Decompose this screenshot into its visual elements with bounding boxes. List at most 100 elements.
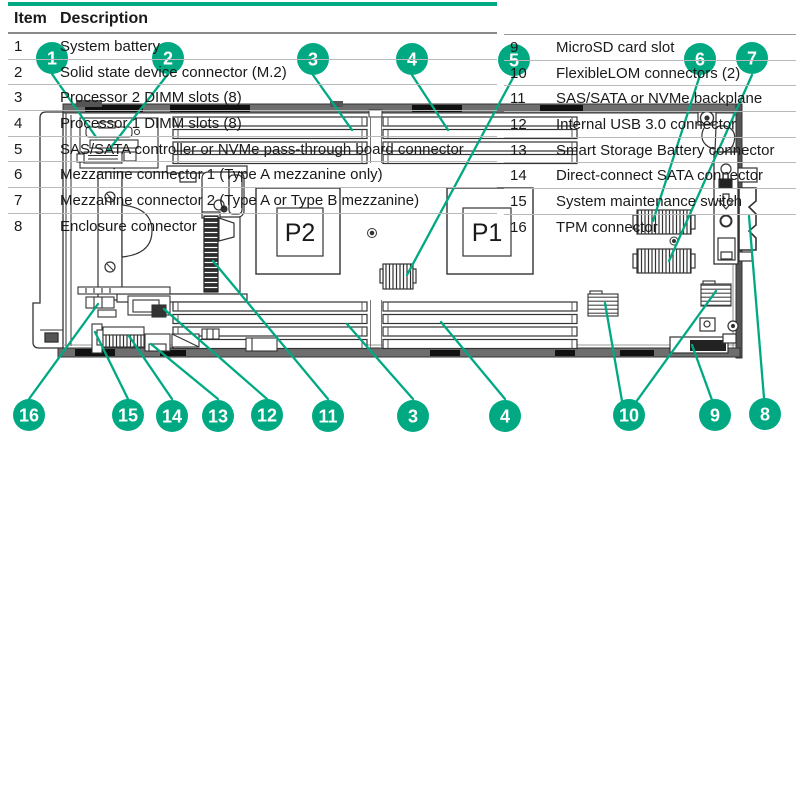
- table-header: Item Description: [8, 6, 497, 34]
- svg-text:11: 11: [318, 407, 337, 427]
- callout-16: 16: [13, 399, 45, 431]
- svg-text:15: 15: [118, 406, 138, 426]
- callout-6: 6: [684, 43, 716, 75]
- item-number: 15: [510, 192, 527, 210]
- processor-1-label: P1: [472, 219, 503, 247]
- table-row: 16 TPM connector: [504, 215, 796, 240]
- legend-column-right: 9 MicroSD card slot 10 FlexibleLOM connect…: [504, 34, 796, 240]
- table-row: 4 Processor 1 DIMM slots (8): [8, 111, 497, 137]
- callout-14: 14: [156, 400, 188, 432]
- item-description: SAS/SATA controller or NVMe pass-through…: [60, 140, 464, 158]
- callout-3-bottom: 3: [397, 400, 429, 432]
- table-row: 7 Mezzanine connector 2 (Type A or Type B…: [8, 188, 497, 214]
- item-number: 13: [510, 141, 527, 159]
- direct-connect-sata-connector: [171, 328, 220, 348]
- header-description: Description: [60, 10, 149, 27]
- svg-text:2: 2: [163, 49, 173, 69]
- svg-text:14: 14: [162, 407, 182, 427]
- svg-text:7: 7: [747, 49, 757, 69]
- processor-2-label: P2: [285, 219, 316, 247]
- item-number: 2: [14, 63, 23, 81]
- item-description: MicroSD card slot: [556, 38, 675, 56]
- svg-text:6: 6: [695, 50, 705, 70]
- table-row: 2 Solid state device connector (M.2): [8, 60, 497, 86]
- screw-icon: [104, 191, 116, 203]
- header-item: Item: [14, 10, 47, 27]
- item-number: 7: [14, 191, 23, 209]
- item-description: Smart Storage Battery connector: [556, 141, 775, 159]
- table-row: 8 Enclosure connector: [8, 214, 497, 239]
- smart-storage-battery-connector: [144, 333, 171, 352]
- microsd-slot: [669, 336, 729, 354]
- item-number: 14: [510, 167, 527, 185]
- table-row: 1 System battery: [8, 34, 497, 60]
- callout-7: 7: [736, 42, 768, 74]
- callout-2: 2: [152, 42, 184, 74]
- callout-13: 13: [202, 400, 234, 432]
- front-bracket: [32, 111, 64, 349]
- callout-8: 8: [749, 398, 781, 430]
- bottom-left-components: [77, 286, 278, 354]
- item-number: 1: [14, 37, 23, 55]
- callout-11: 11: [312, 400, 344, 432]
- table-row: 9 MicroSD card slot: [504, 35, 796, 61]
- item-number: 5: [14, 140, 23, 158]
- flexiblelom-connector-2: [700, 280, 732, 307]
- table-accent-bar: [8, 2, 497, 6]
- table-row: 5 SAS/SATA controller or NVMe pass-throug…: [8, 137, 497, 163]
- svg-text:16: 16: [19, 406, 39, 426]
- item-number: 3: [14, 89, 23, 107]
- top-rail: [62, 100, 741, 114]
- callout-9: 9: [699, 399, 731, 431]
- callout-12: 12: [251, 399, 283, 431]
- flexiblelom-connector-1: [587, 290, 619, 317]
- svg-text:10: 10: [619, 406, 639, 426]
- item-description: Enclosure connector: [60, 217, 197, 235]
- item-description: Internal USB 3.0 connector: [556, 115, 737, 133]
- item-description: Mezzanine connector 2 (Type A or Type B …: [60, 191, 420, 209]
- p1-dimm-bottom: [382, 301, 578, 350]
- svg-text:9: 9: [710, 406, 720, 426]
- table-row: 10 FlexibleLOM connectors (2): [504, 61, 796, 87]
- dimm-divider: [368, 109, 383, 348]
- backplane-assembly: [166, 165, 248, 293]
- callout-4-bottom: 4: [489, 400, 521, 432]
- item-description: Processor 1 DIMM slots (8): [60, 114, 242, 132]
- chassis-outline: [32, 111, 72, 349]
- item-number: 8: [14, 217, 23, 235]
- item-number: 11: [510, 90, 526, 108]
- svg-text:1: 1: [47, 49, 57, 69]
- screw-icon: [104, 261, 116, 273]
- callout-1: 1: [36, 42, 68, 74]
- item-description: Processor 2 DIMM slots (8): [60, 89, 242, 107]
- item-number: 10: [510, 64, 527, 82]
- tpm-connector: [85, 296, 117, 318]
- item-number: 6: [14, 166, 23, 184]
- svg-text:3: 3: [408, 407, 418, 427]
- item-number: 4: [14, 114, 23, 132]
- callout-15: 15: [112, 399, 144, 431]
- svg-text:12: 12: [257, 406, 277, 426]
- table-row: 13 Smart Storage Battery connector: [504, 138, 796, 164]
- item-description: System battery: [60, 37, 161, 55]
- mezzanine-connector-2: [632, 248, 696, 274]
- item-description: TPM connector: [556, 218, 658, 236]
- item-number: 16: [510, 218, 527, 236]
- processor-1: P1: [446, 187, 534, 275]
- svg-text:4: 4: [500, 407, 510, 427]
- item-description: Solid state device connector (M.2): [60, 63, 287, 81]
- svg-text:13: 13: [208, 407, 228, 427]
- maintenance-switch: [96, 326, 145, 348]
- item-description: System maintenance switch: [556, 192, 742, 210]
- item-description: FlexibleLOM connectors (2): [556, 64, 741, 82]
- processor-2: P2: [255, 187, 341, 275]
- item-number: 9: [510, 38, 519, 56]
- callout-10: 10: [613, 399, 645, 431]
